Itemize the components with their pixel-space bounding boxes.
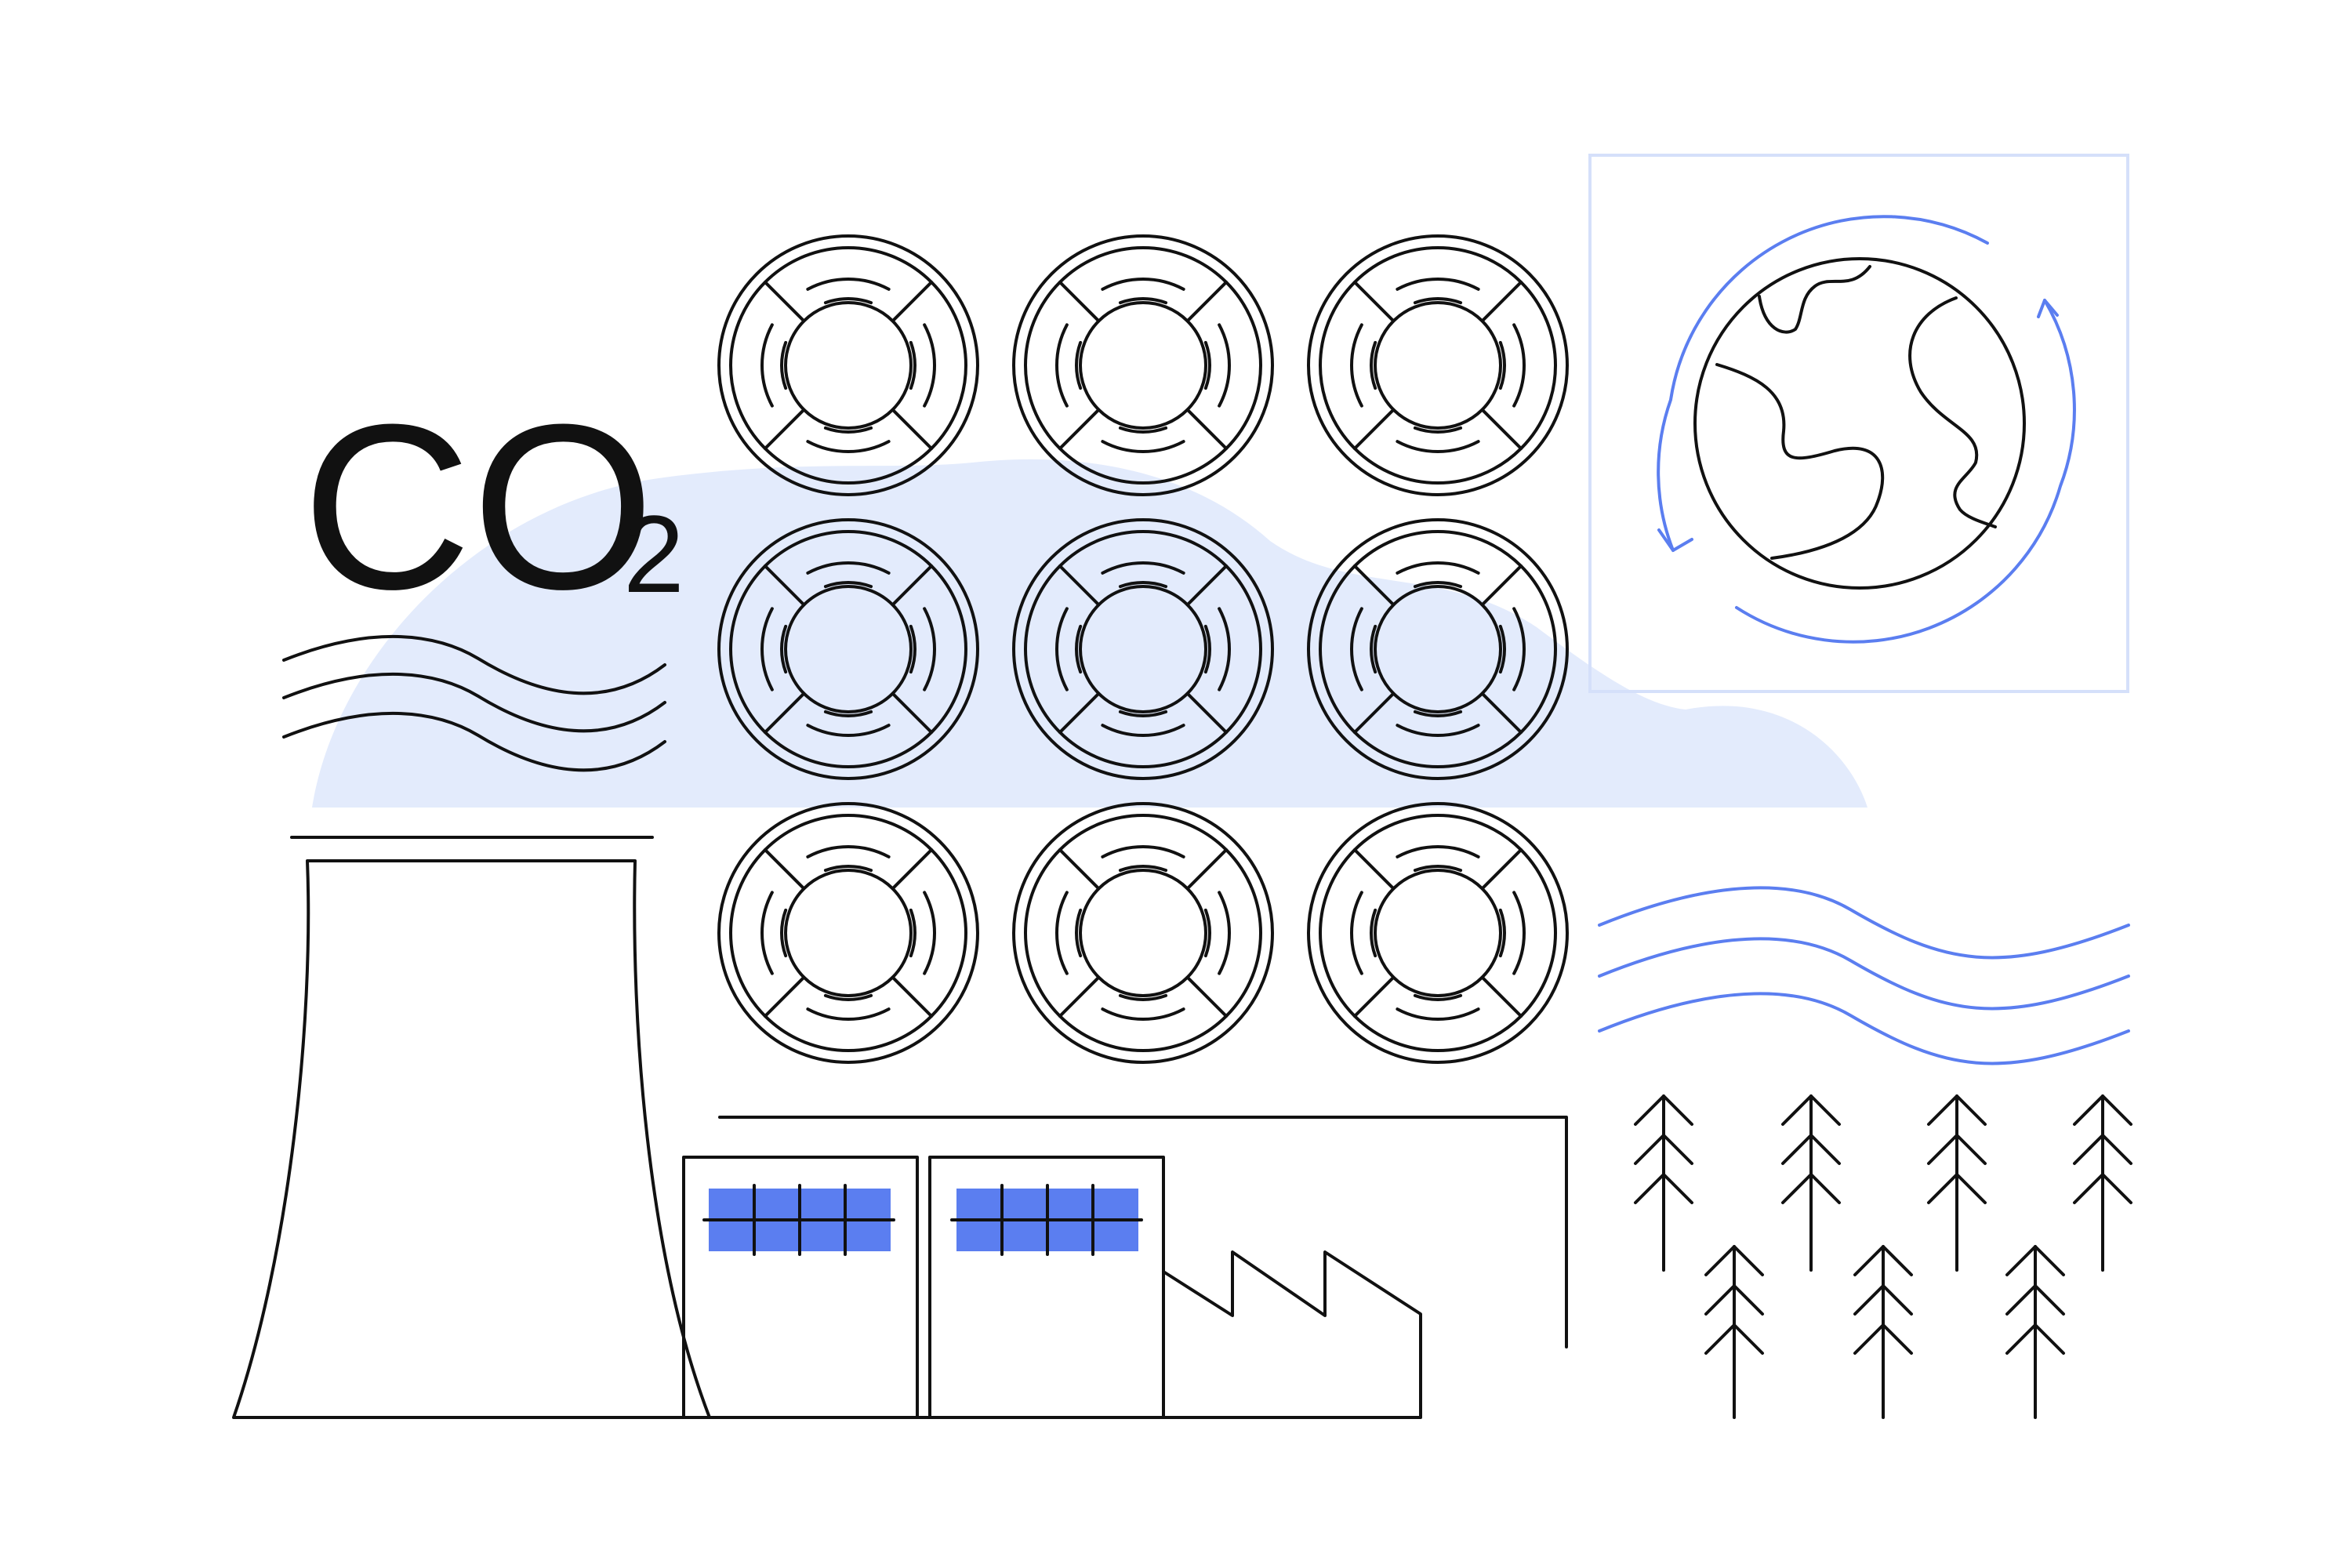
globe-icon <box>1693 257 2026 590</box>
co2-label: CO 2 <box>302 375 684 638</box>
globe-continents <box>1715 265 1997 560</box>
co2-subscript-text: 2 <box>623 492 684 615</box>
globe-group <box>1657 215 2076 644</box>
fan-icon <box>717 518 979 780</box>
pine-tree-icon <box>1781 1094 1841 1272</box>
fan-icon <box>717 234 979 496</box>
window-panel-left <box>702 1184 895 1256</box>
factory-icon <box>682 1116 1568 1419</box>
fan-icon <box>1012 234 1274 496</box>
fan-icon <box>1307 234 1569 496</box>
window-panel-right <box>950 1184 1143 1256</box>
fan-grid <box>717 234 1569 1064</box>
fan-icon <box>1307 518 1569 780</box>
pine-tree-icon <box>1704 1245 1764 1419</box>
co2-smoke-waves <box>282 634 666 772</box>
co2-main-text: CO <box>302 375 655 638</box>
cooling-tower-icon <box>232 836 711 1419</box>
pine-tree-icon <box>2005 1245 2065 1419</box>
forest <box>1634 1094 2132 1419</box>
pine-tree-icon <box>2073 1094 2132 1272</box>
fan-icon <box>717 802 979 1064</box>
pine-tree-icon <box>1634 1094 1693 1272</box>
air-flow-waves <box>1598 886 2130 1065</box>
pine-tree-icon <box>1927 1094 1987 1272</box>
cloud-background <box>312 459 1867 808</box>
recycle-arrows-icon <box>1657 215 2076 644</box>
pine-tree-icon <box>1853 1245 1913 1419</box>
fan-icon <box>1307 802 1569 1064</box>
fan-icon <box>1012 802 1274 1064</box>
globe-frame <box>1588 154 2129 693</box>
fan-icon <box>1012 518 1274 780</box>
